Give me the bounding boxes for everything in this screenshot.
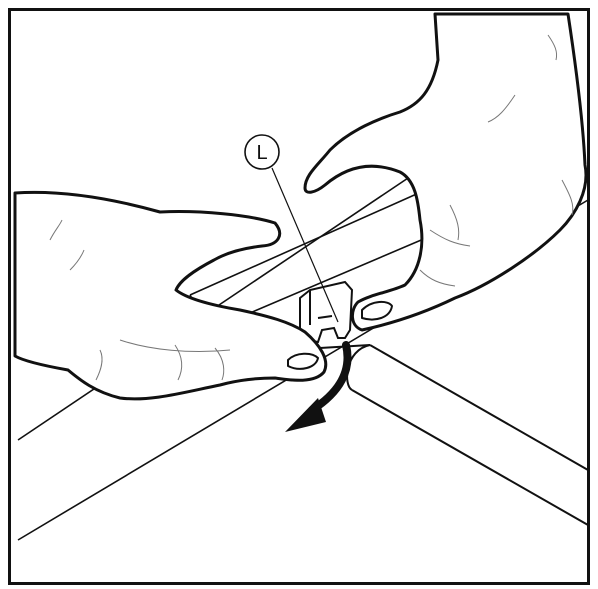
left-hand [15, 192, 326, 399]
callout-label: L [256, 142, 267, 164]
tube-rod [320, 345, 588, 525]
callout-L: L [245, 135, 279, 169]
right-hand [305, 14, 586, 330]
